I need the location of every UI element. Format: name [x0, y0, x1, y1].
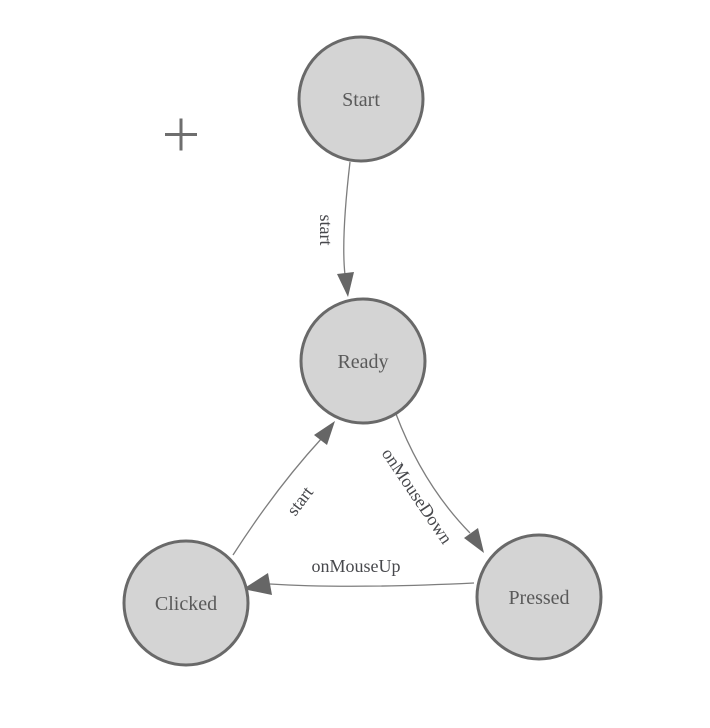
edge-line-pressed-to-clicked[interactable]	[269, 582, 475, 587]
edge-line-start-to-ready[interactable]	[343, 161, 351, 276]
plus-crosshair-icon	[165, 118, 197, 151]
edge-line-clicked-to-ready[interactable]	[232, 437, 323, 556]
node-clicked-label: Clicked	[155, 593, 217, 615]
arrowhead-pressed-to-clicked	[243, 573, 272, 595]
node-ready[interactable]: Ready	[299, 297, 427, 425]
arrowhead-start-to-ready	[337, 272, 354, 297]
arrowhead-clicked-to-ready	[314, 421, 335, 445]
edge-start-to-ready[interactable]: start	[316, 161, 354, 297]
node-clicked-circle[interactable]	[122, 539, 250, 667]
node-start-circle[interactable]	[297, 35, 425, 163]
node-ready-label: Ready	[337, 351, 388, 373]
node-pressed-label: Pressed	[508, 587, 569, 609]
arrowhead-ready-to-pressed	[464, 528, 484, 553]
edge-label-start-to-ready: start	[316, 215, 336, 246]
node-ready-circle[interactable]	[299, 297, 427, 425]
edge-label-pressed-to-clicked: onMouseUp	[312, 556, 401, 576]
edge-line-ready-to-pressed[interactable]	[395, 413, 471, 534]
node-start-label: Start	[342, 89, 380, 111]
node-clicked[interactable]: Clicked	[122, 539, 250, 667]
node-pressed-circle[interactable]	[475, 533, 603, 661]
node-start[interactable]: Start	[297, 35, 425, 163]
edge-label-clicked-to-ready: start	[282, 482, 317, 519]
edge-clicked-to-ready[interactable]: start	[232, 421, 335, 556]
edge-ready-to-pressed[interactable]: onMouseDown	[378, 413, 484, 553]
node-pressed[interactable]: Pressed	[475, 533, 603, 661]
edge-pressed-to-clicked[interactable]: onMouseUp	[243, 556, 475, 595]
